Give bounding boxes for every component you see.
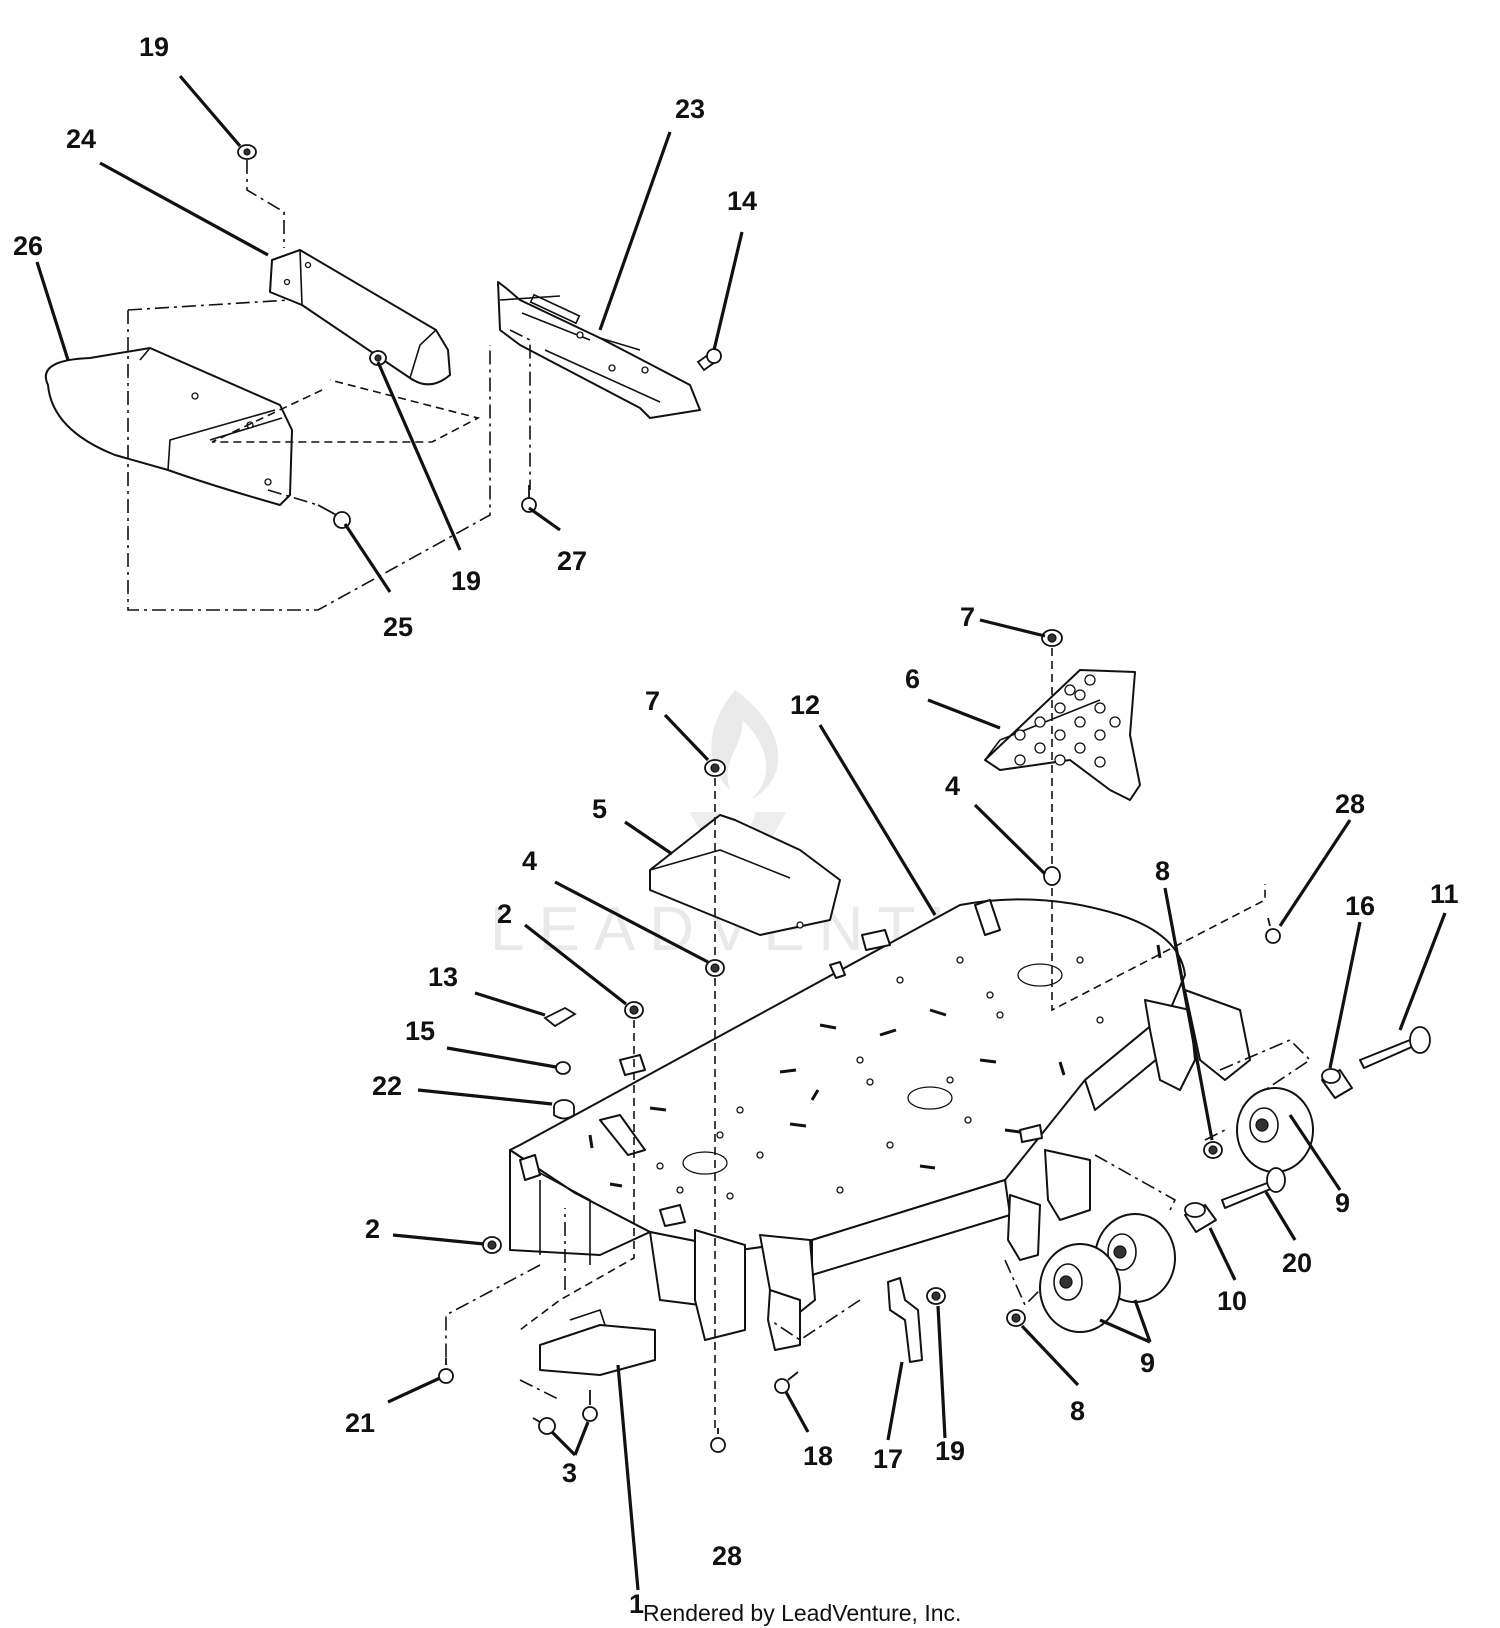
callout: 2 — [497, 899, 512, 929]
bracket-24 — [269, 249, 451, 386]
callout: 4 — [522, 846, 537, 876]
bolt-21 — [438, 1358, 454, 1384]
callout: 14 — [727, 186, 757, 216]
bracket-17 — [887, 1277, 923, 1363]
callout: 8 — [1070, 1396, 1085, 1426]
bolt-28-right — [1265, 917, 1281, 944]
deck-holes — [656, 956, 1104, 1200]
callout: 28 — [712, 1541, 742, 1571]
callout: 1 — [629, 1589, 644, 1619]
callout: 24 — [66, 124, 96, 154]
callout: 11 — [1430, 879, 1459, 909]
callout: 3 — [562, 1458, 577, 1488]
nut-7-right — [1041, 629, 1063, 647]
callout: 28 — [1335, 789, 1365, 819]
knob-14 — [696, 348, 722, 372]
callout: 18 — [803, 1441, 833, 1471]
deflector-plate — [44, 347, 293, 506]
bolt-18 — [774, 1371, 799, 1394]
callout-labels: 19 24 26 23 14 19 25 27 7 6 7 12 5 4 4 2… — [13, 32, 1459, 1619]
nut-8-lower — [1006, 1309, 1026, 1327]
callout: 13 — [428, 962, 458, 992]
callout: 25 — [383, 612, 413, 642]
footer-credit: Rendered by LeadVenture, Inc. — [643, 1600, 961, 1626]
callout: 4 — [945, 771, 960, 801]
shield-5 — [649, 814, 841, 936]
baffle-1 — [539, 1308, 656, 1376]
nut-8-upper — [1203, 1141, 1223, 1159]
callout: 9 — [1140, 1348, 1155, 1378]
callout: 7 — [960, 602, 975, 632]
callout: 27 — [557, 546, 587, 576]
callout: 16 — [1345, 891, 1375, 921]
callout: 9 — [1335, 1188, 1350, 1218]
callout: 8 — [1155, 856, 1170, 886]
callout: 19 — [451, 566, 481, 596]
callout: 5 — [592, 794, 607, 824]
callout: 7 — [645, 686, 660, 716]
clip-13 — [543, 1006, 577, 1028]
callout: 19 — [935, 1436, 965, 1466]
spacer-16 — [1321, 1068, 1353, 1099]
discharge-chute-assembly — [44, 144, 722, 611]
bolt-11 — [1359, 1026, 1431, 1069]
callout: 15 — [405, 1016, 435, 1046]
callout: 20 — [1282, 1248, 1312, 1278]
gauge-wheels — [1039, 1087, 1314, 1333]
assembly-lines — [445, 648, 1312, 1430]
leader-lines — [35, 74, 1447, 1591]
nut-4-right — [1043, 866, 1061, 886]
callout: 23 — [675, 94, 705, 124]
callout: 6 — [905, 664, 920, 694]
callout: 22 — [372, 1071, 402, 1101]
bracket-23 — [497, 281, 701, 419]
bolt-28-lower — [710, 1428, 726, 1453]
callout: 2 — [365, 1214, 380, 1244]
bolt-20 — [1221, 1167, 1286, 1209]
nut-2-bottom — [482, 1236, 502, 1254]
spacer-10 — [1184, 1202, 1217, 1233]
spacer-22 — [553, 1099, 575, 1120]
wheel-front — [1039, 1243, 1121, 1333]
callout: 19 — [139, 32, 169, 62]
lower-hardware — [438, 629, 1431, 1453]
callout: 10 — [1217, 1286, 1247, 1316]
bolts-3 — [532, 1390, 598, 1435]
callout: 17 — [873, 1444, 903, 1474]
callout: 12 — [790, 690, 820, 720]
nut-19-top — [237, 144, 257, 160]
callout: 26 — [13, 231, 43, 261]
nut-7-left — [704, 759, 726, 777]
shield-6-holes — [1014, 674, 1121, 768]
callout: 21 — [345, 1408, 375, 1438]
bolt-27 — [521, 485, 537, 513]
nut-19-lower — [926, 1287, 946, 1305]
shield-6 — [984, 669, 1141, 801]
nut-15 — [555, 1061, 571, 1075]
mower-deck — [509, 898, 1251, 1351]
nut-4-left — [705, 959, 725, 977]
nut-2-top — [624, 1001, 644, 1019]
